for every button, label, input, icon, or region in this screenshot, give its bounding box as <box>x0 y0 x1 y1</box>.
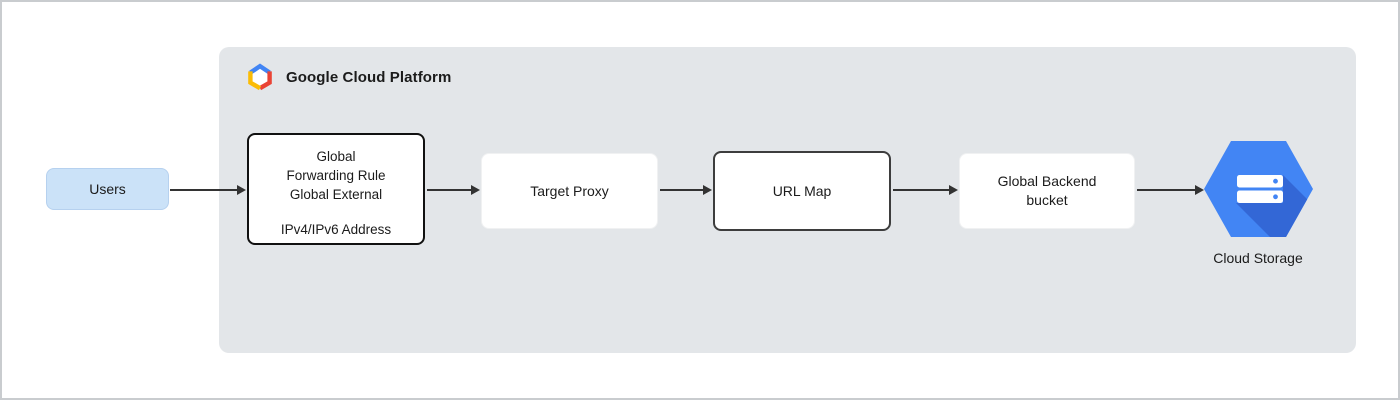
node-target-proxy: Target Proxy <box>481 153 658 229</box>
node-cloud-storage: Cloud Storage <box>1178 133 1338 266</box>
arrow-forwarding-rule-to-target-proxy <box>427 185 480 195</box>
forwarding-rule-address: IPv4/IPv6 Address <box>280 222 392 237</box>
node-url-map-label: URL Map <box>772 183 832 199</box>
arrow-url-map-to-backend-bucket <box>893 185 958 195</box>
forwarding-rule-line-1: Global <box>316 149 356 164</box>
gcp-title: Google Cloud Platform <box>286 68 452 86</box>
node-url-map: URL Map <box>713 151 891 231</box>
arrow-backend-bucket-to-cloud-storage <box>1137 185 1204 195</box>
google-cloud-logo-icon <box>248 63 272 91</box>
node-global-backend-bucket: Global Backend bucket <box>959 153 1135 229</box>
arrow-target-proxy-to-url-map <box>660 185 712 195</box>
node-global-backend-bucket-label: Global Backend bucket <box>997 173 1097 208</box>
node-cloud-storage-label: Cloud Storage <box>1213 250 1303 266</box>
node-global-forwarding-rule: Global Forwarding Rule Global External I… <box>247 133 425 245</box>
forwarding-rule-line-3: Global External <box>289 187 383 202</box>
node-target-proxy-label: Target Proxy <box>530 183 609 199</box>
gcp-header: Google Cloud Platform <box>246 63 451 91</box>
forwarding-rule-line-2: Forwarding Rule <box>286 168 386 183</box>
arrow-users-to-forwarding-rule <box>170 185 246 195</box>
cloud-storage-icon <box>1203 141 1313 237</box>
node-users-label: Users <box>89 181 126 197</box>
node-users: Users <box>46 168 169 210</box>
